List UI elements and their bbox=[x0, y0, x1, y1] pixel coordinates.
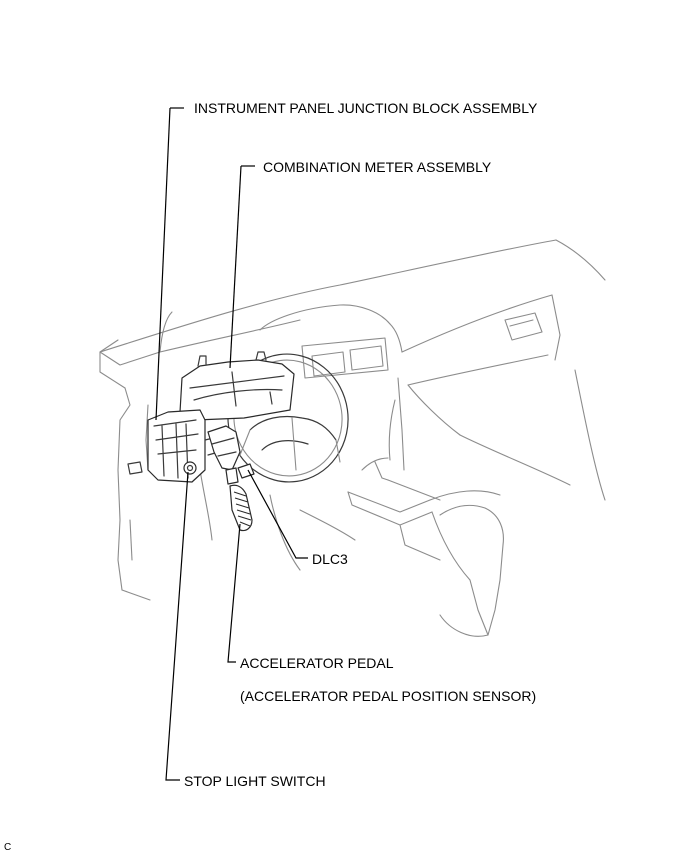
steering-wheel bbox=[227, 353, 349, 483]
label-combination-meter: COMBINATION METER ASSEMBLY bbox=[263, 159, 492, 175]
leader-stop-light-switch bbox=[165, 471, 189, 781]
dashboard-outline bbox=[99, 239, 606, 637]
stop-light-switch-part bbox=[183, 461, 197, 475]
leader-combination-meter bbox=[229, 165, 242, 369]
label-accelerator-pedal-sensor: (ACCELERATOR PEDAL POSITION SENSOR) bbox=[240, 688, 536, 704]
combination-meter-part bbox=[179, 351, 295, 421]
label-stop-light-switch: STOP LIGHT SWITCH bbox=[184, 773, 326, 789]
figure-id: C bbox=[4, 842, 11, 853]
accelerator-pedal-part bbox=[207, 425, 253, 532]
label-accelerator-pedal: ACCELERATOR PEDAL bbox=[240, 655, 394, 671]
leader-accelerator-pedal bbox=[227, 523, 241, 663]
leader-junction-block bbox=[155, 107, 171, 421]
label-junction-block: INSTRUMENT PANEL JUNCTION BLOCK ASSEMBLY bbox=[194, 100, 538, 116]
label-dlc3: DLC3 bbox=[312, 551, 348, 567]
junction-block-part bbox=[127, 409, 227, 483]
leader-dlc3 bbox=[247, 469, 308, 559]
